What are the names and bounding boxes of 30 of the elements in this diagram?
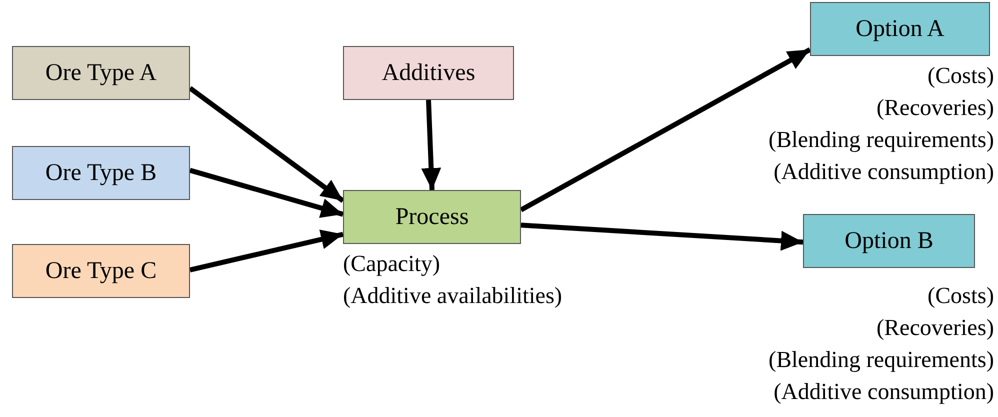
arrow xyxy=(520,47,812,212)
process-box xyxy=(343,46,514,100)
node-note: (Costs) xyxy=(928,282,994,310)
node-note: (Additive availabilities) xyxy=(343,282,562,310)
arrow xyxy=(520,222,804,251)
node-note: (Blending requirements) xyxy=(768,126,994,154)
arrow xyxy=(188,86,344,203)
node-note: (Blending requirements) xyxy=(768,346,994,374)
node-note: (Costs) xyxy=(928,62,994,90)
process-box xyxy=(810,2,990,56)
node-note: (Additive consumption) xyxy=(774,158,994,186)
process-box xyxy=(803,214,975,268)
box-label: Ore Type A xyxy=(45,59,157,88)
box-label: Additives xyxy=(382,59,476,88)
node-note: (Additive consumption) xyxy=(774,378,994,406)
process-box xyxy=(12,244,190,298)
process-box xyxy=(12,146,190,200)
arrow xyxy=(189,230,344,272)
node-note: (Recoveries) xyxy=(876,94,994,122)
node-note: (Capacity) xyxy=(343,250,440,278)
process-box xyxy=(12,46,190,100)
process-box xyxy=(343,190,521,244)
box-label: Option B xyxy=(844,227,934,256)
box-label: Ore Type C xyxy=(45,257,157,286)
box-label: Option A xyxy=(856,15,944,44)
arrow xyxy=(421,100,442,190)
box-label: Process xyxy=(395,203,469,232)
box-label: Ore Type B xyxy=(45,159,157,188)
node-note: (Recoveries) xyxy=(876,314,994,342)
arrow xyxy=(189,168,344,218)
